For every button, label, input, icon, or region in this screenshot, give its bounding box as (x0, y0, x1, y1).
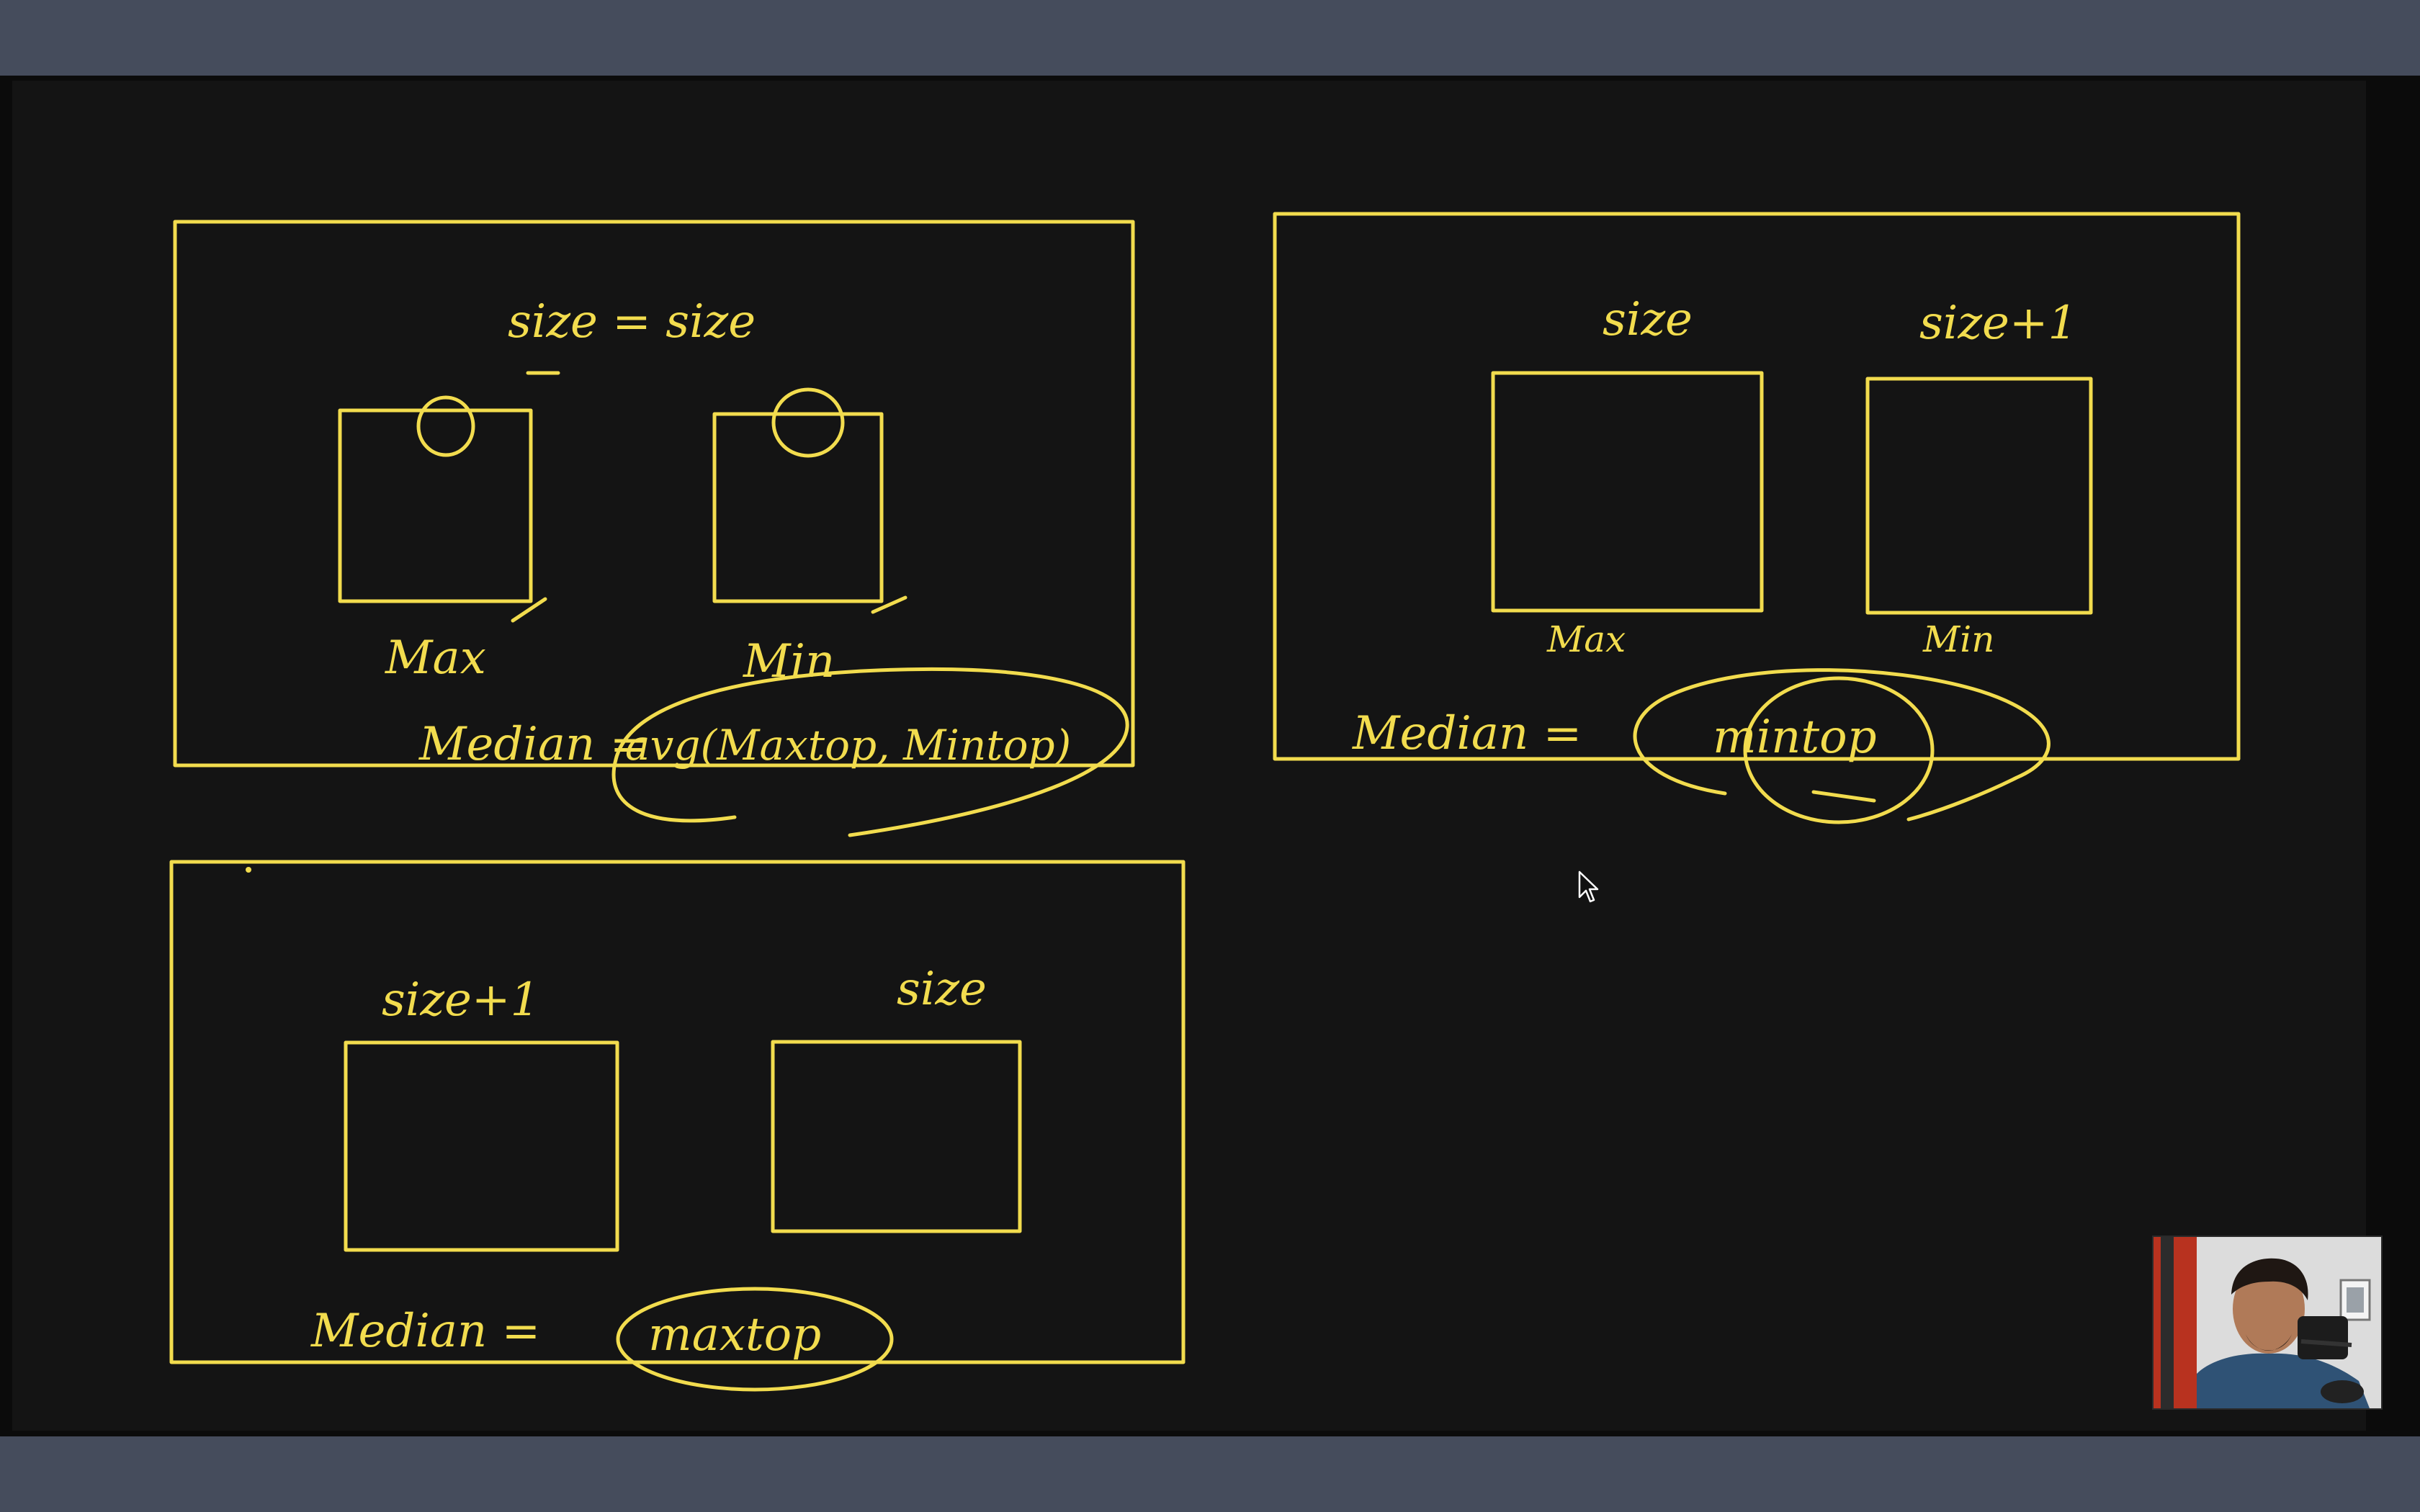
tick-mark (871, 595, 908, 614)
label-min: Min (1922, 618, 1994, 660)
bottom-bar (0, 1436, 2420, 1512)
label-max: Max (1546, 618, 1626, 660)
label-size-equals-size: size = size (508, 295, 756, 348)
max-heap-box (344, 1040, 619, 1252)
top-bar (0, 0, 2420, 76)
mintop-inner-circle (1743, 676, 1935, 824)
whiteboard-canvas[interactable] (12, 81, 2366, 1431)
max-heap-box (1491, 371, 1764, 613)
dot-mark (246, 867, 251, 873)
median-formula-mintop: mintop (1713, 711, 1877, 764)
label-size-plus-one-right-panel: size+1 (1919, 297, 2077, 350)
label-size-plus-one: size+1 (382, 973, 539, 1027)
min-top-circle (771, 387, 845, 458)
underline-mark (1811, 790, 1876, 803)
panel-top-right: size size+1 Max Min Median = mintop (1273, 212, 2241, 824)
panel-top-left-frame (173, 220, 1135, 768)
median-formula-prefix: Median = (310, 1305, 540, 1358)
avg-circle (611, 667, 1129, 837)
median-formula-prefix: Median = (418, 718, 648, 771)
median-formula-prefix: Median = (1352, 707, 1582, 760)
mintop-outer-circle (1633, 668, 2051, 822)
webcam-overlay (2152, 1236, 2383, 1410)
mouse-pointer-icon (1578, 870, 1599, 903)
max-heap-box (338, 408, 533, 603)
panel-top-right-frame (1273, 212, 2241, 761)
median-formula-maxtop: maxtop (648, 1308, 821, 1362)
label-size-right-panel: size (1603, 293, 1693, 346)
min-heap-box (771, 1040, 1022, 1233)
maxtop-circle (616, 1287, 894, 1392)
label-size: size (897, 963, 987, 1016)
tick-mark (511, 597, 547, 623)
max-top-circle (416, 395, 475, 457)
median-formula-avg: avg(Maxtop, Mintop) (625, 721, 1071, 770)
panel-bottom-left-frame (169, 860, 1186, 1364)
panel-top-left: size = size Max Min Median = avg(Maxtop,… (173, 220, 1135, 837)
label-max: Max (385, 631, 486, 685)
min-heap-box (1865, 377, 2093, 615)
presenter-video (2154, 1237, 2381, 1408)
label-min: Min (743, 635, 835, 688)
panel-bottom-left: size+1 size Median = maxtop (169, 860, 1186, 1392)
min-heap-box (712, 412, 884, 603)
